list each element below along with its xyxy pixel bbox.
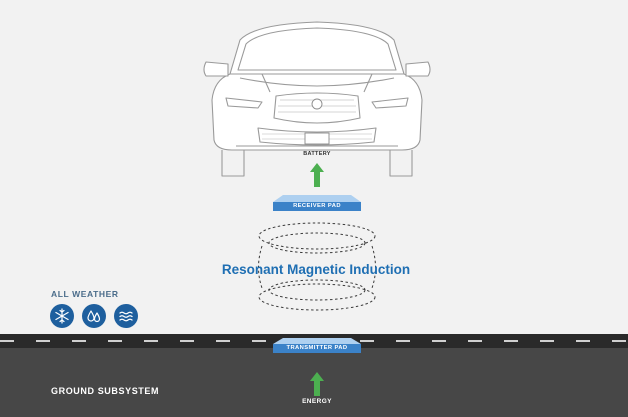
rain-drops-icon: [82, 304, 106, 328]
receiver-pad-label: RECEIVER PAD: [293, 203, 341, 209]
ground-subsystem-label: GROUND SUBSYSTEM: [51, 386, 160, 396]
battery-label: BATTERY: [303, 151, 331, 157]
all-weather-title: ALL WEATHER: [51, 289, 119, 299]
energy-label: ENERGY: [302, 398, 332, 405]
water-waves-icon: [114, 304, 138, 328]
snowflake-icon: [50, 304, 74, 328]
transmitter-pad-label: TRANSMITTER PAD: [286, 345, 348, 351]
headline-resonant-magnetic-induction: Resonant Magnetic Induction: [221, 262, 411, 277]
